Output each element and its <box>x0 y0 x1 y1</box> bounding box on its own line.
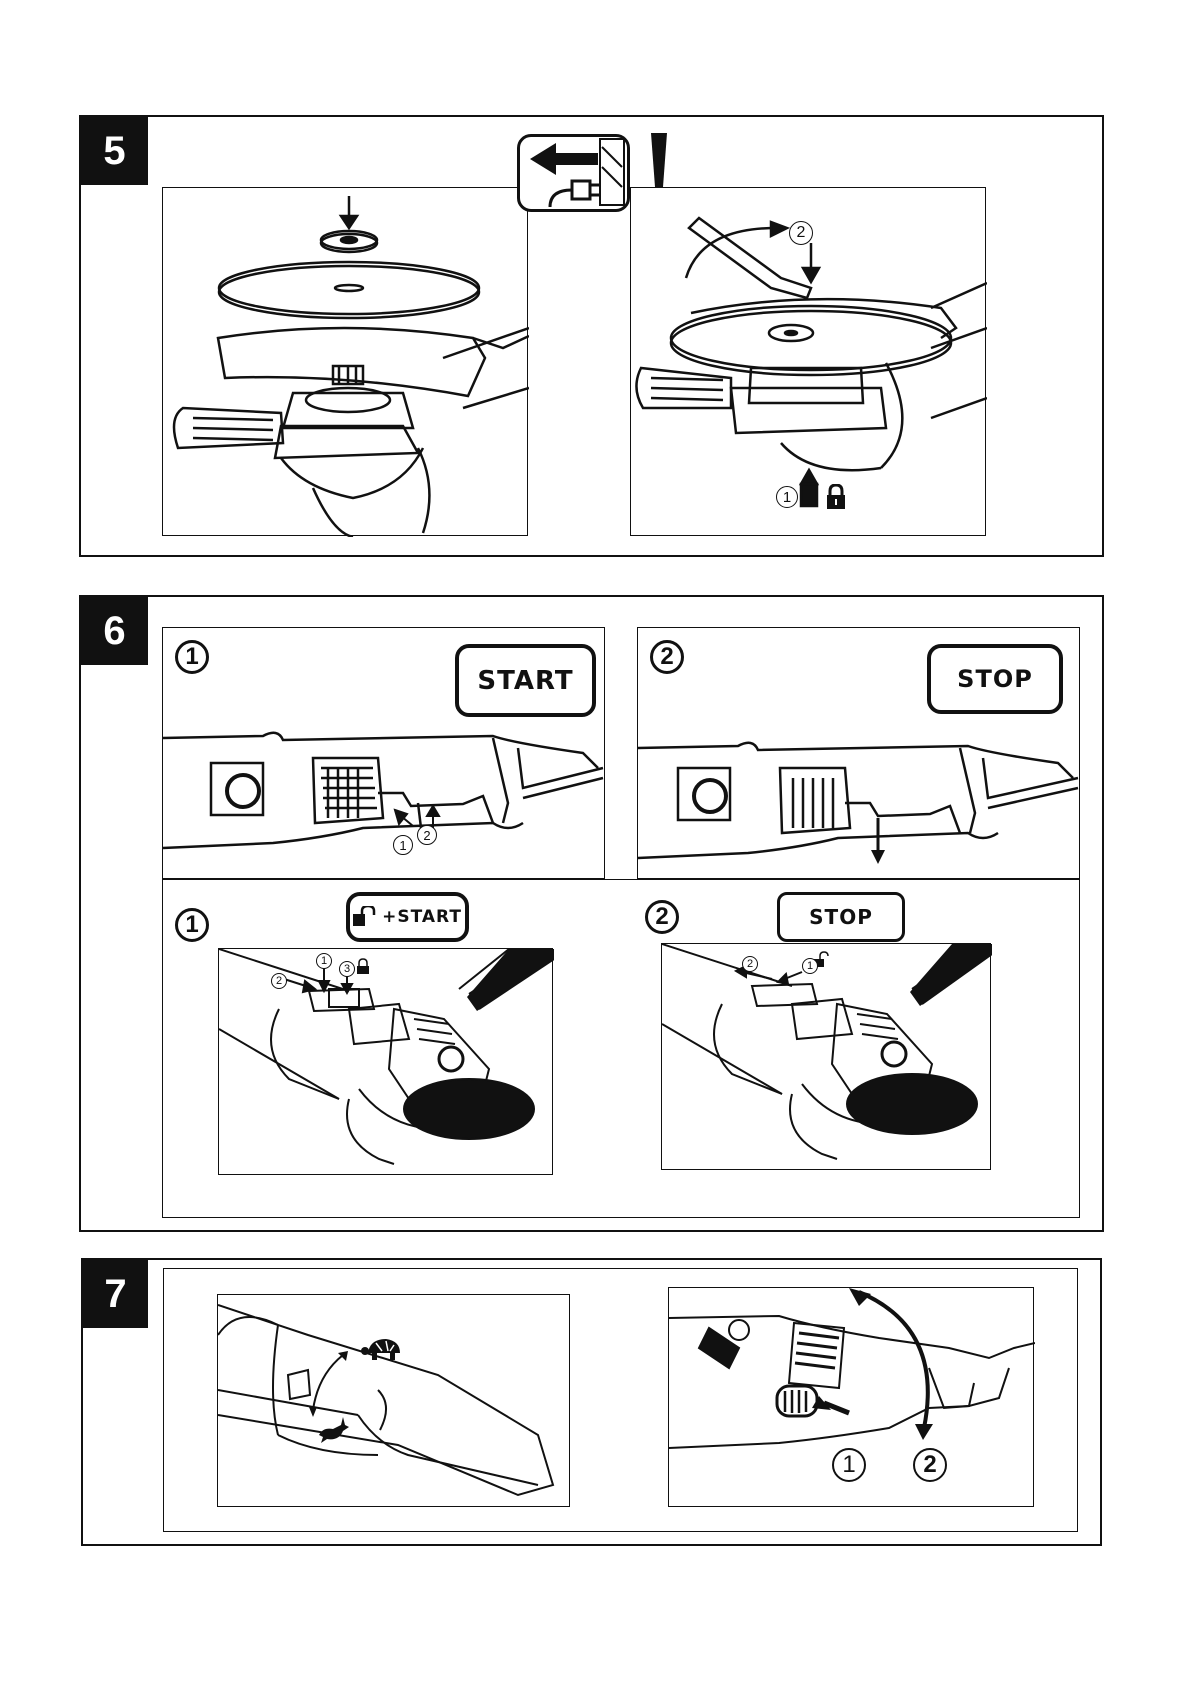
section-5: 5 <box>79 115 1104 557</box>
stop-label: STOP <box>777 892 905 942</box>
start-label: +START <box>382 907 462 927</box>
unlock-stop-illustration: 2 1 <box>661 943 991 1170</box>
section-7: 7 <box>81 1258 1102 1546</box>
section-badge: 5 <box>81 117 148 185</box>
stop-trigger-panel: 2 STOP <box>637 627 1080 879</box>
lock-start-illustration: 2 1 3 <box>218 948 553 1175</box>
lock-icon <box>825 484 847 510</box>
grinder-side-illustration <box>163 628 606 880</box>
step-small-1: 1 <box>316 953 332 969</box>
start-trigger-panel: 1 START <box>162 627 605 879</box>
disc-assembly-illustration <box>163 188 529 537</box>
step-number-2: 2 <box>789 221 813 245</box>
lock-start-label: +START <box>346 892 469 942</box>
unplug-icon <box>517 134 630 212</box>
speed-dial-panel <box>217 1294 570 1507</box>
speed-wheel-panel: 1 2 <box>668 1287 1034 1507</box>
step-number-1: 1 <box>832 1448 866 1482</box>
step-small-2: 2 <box>271 973 287 989</box>
section-badge: 7 <box>83 1260 148 1328</box>
step-small-2: 2 <box>417 825 437 845</box>
step-small-1: 1 <box>393 835 413 855</box>
step-number-2: 2 <box>913 1448 947 1482</box>
tighten-flange-panel: 2 1 <box>630 187 986 536</box>
speed-control-area: 1 2 <box>163 1268 1078 1532</box>
section-6: 6 1 START <box>79 595 1104 1232</box>
step-small-3: 3 <box>339 961 355 977</box>
turtle-icon <box>358 1335 406 1363</box>
lock-switch-area: 1 +START 2 STOP <box>162 879 1080 1218</box>
step-number-1: 1 <box>776 486 798 508</box>
step-small-1: 1 <box>802 958 818 974</box>
step-number-1: 1 <box>175 908 209 942</box>
unlock-icon <box>353 906 379 928</box>
section-badge: 6 <box>81 597 148 665</box>
rabbit-icon <box>313 1415 351 1445</box>
step-small-2: 2 <box>742 956 758 972</box>
disc-assembly-panel <box>162 187 528 536</box>
grinder-side-illustration <box>638 628 1081 880</box>
step-number-2: 2 <box>645 900 679 934</box>
